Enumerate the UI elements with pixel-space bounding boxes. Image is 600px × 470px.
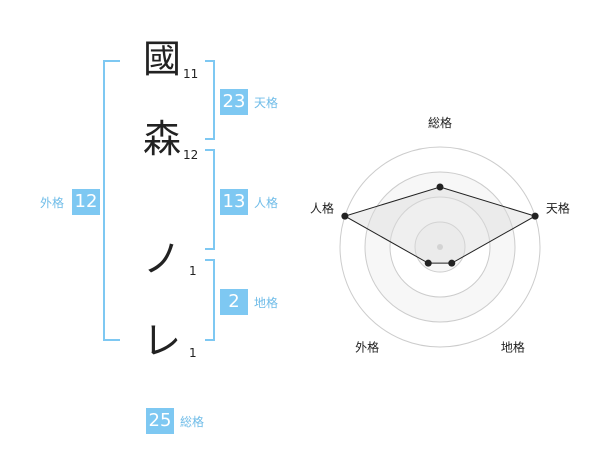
chi-kaku-value: 2 <box>220 289 248 315</box>
sou-kaku-label: 総格 <box>180 415 205 429</box>
jin-kaku-label: 人格 <box>254 196 279 210</box>
radar-axis-label-2: 天格 <box>546 201 570 216</box>
radar-point-4 <box>424 259 432 267</box>
stroke-count-3: 1 <box>189 264 197 278</box>
jin-kaku-value: 13 <box>220 189 248 215</box>
name-char-1: 國 <box>143 37 182 81</box>
name-char-4: レ <box>143 319 182 363</box>
name-char-2: 森 <box>143 117 182 161</box>
radar-point-2 <box>531 212 539 220</box>
sou-kaku-value: 25 <box>146 408 174 434</box>
name-char-3: ノ <box>143 237 182 281</box>
ten-kaku-label: 天格 <box>254 96 279 110</box>
ten-kaku-value: 23 <box>220 89 248 115</box>
radar-axis-label-3: 地格 <box>501 339 525 354</box>
stroke-count-2: 12 <box>183 148 199 162</box>
radar-point-5 <box>341 212 349 220</box>
stroke-count-1: 11 <box>183 67 199 81</box>
gai-kaku-value: 12 <box>72 189 100 215</box>
stroke-count-4: 1 <box>189 346 197 360</box>
chi-kaku-label: 地格 <box>254 296 279 310</box>
radar-axis-label-1: 総格 <box>428 115 452 130</box>
radar-axis-label-4: 外格 <box>355 339 379 354</box>
radar-axis-label-5: 人格 <box>310 201 334 216</box>
gai-kaku-label: 外格 <box>40 196 65 210</box>
radar-value-polygon <box>343 186 537 264</box>
radar-point-1 <box>436 183 444 191</box>
radar-center-dot <box>437 244 443 250</box>
radar-point-3 <box>448 259 456 267</box>
